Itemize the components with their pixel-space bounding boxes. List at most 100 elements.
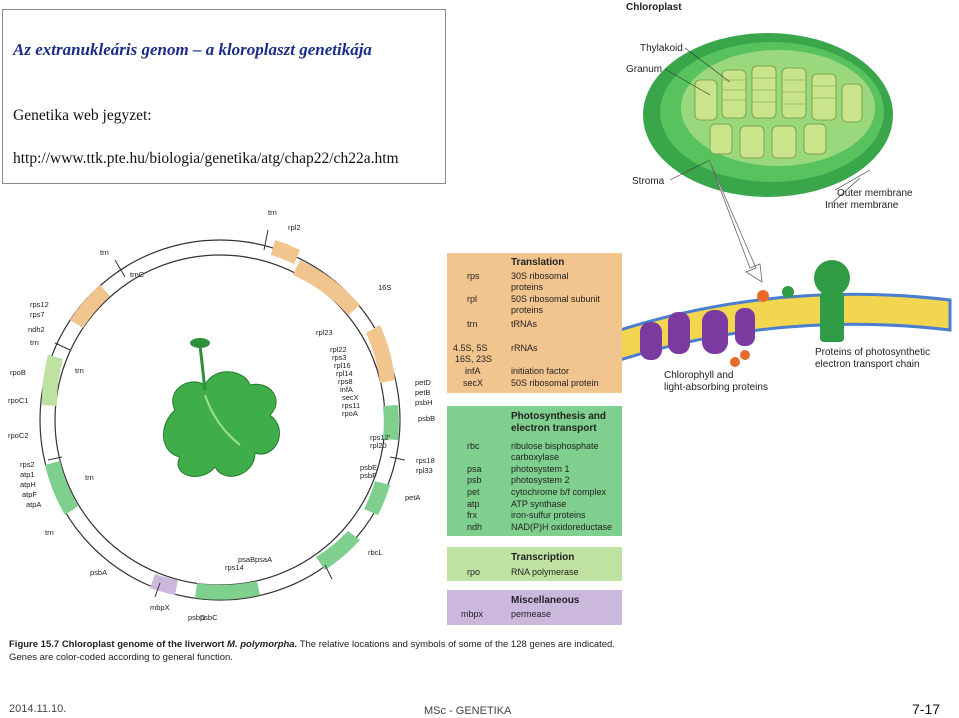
legend-photosynthesis-box bbox=[447, 406, 622, 536]
gene-label-trn-5: trn bbox=[85, 473, 94, 482]
legend-desc-mbpx: permease bbox=[511, 609, 551, 619]
gene-label-petD: petD bbox=[415, 378, 431, 387]
stroma-label: Stroma bbox=[632, 176, 665, 187]
legend-sym-rpo: rpo bbox=[467, 567, 480, 577]
gene-label-ndh2: ndh2 bbox=[28, 325, 45, 334]
legend-desc-infA: initiation factor bbox=[511, 366, 569, 376]
legend-translation-box bbox=[447, 253, 622, 393]
gene-label-rps11: rps11 bbox=[342, 401, 360, 410]
gene-label-rps3: rps3 bbox=[332, 353, 347, 362]
legend-sym-secX: secX bbox=[463, 378, 483, 388]
gene-label-psaA: psaA bbox=[255, 555, 272, 564]
legend-sym-infA: infA bbox=[465, 366, 481, 376]
legend-desc-rpl-2: proteins bbox=[511, 305, 544, 315]
thylakoid-lines bbox=[722, 77, 836, 105]
grana-stacks bbox=[694, 65, 863, 159]
gene-block-mbpx bbox=[150, 574, 178, 595]
outer-membrane-label: Outer membrane bbox=[837, 188, 913, 199]
gene-label-mbpX: mbpX bbox=[150, 603, 170, 612]
gene-label-petB: petB bbox=[415, 388, 430, 397]
genome-map: rpoB rpoC1 rpoC2 rps12 rps7 ndh2 rps2 at… bbox=[8, 208, 435, 622]
inner-membrane-label: Inner membrane bbox=[825, 200, 899, 211]
gene-block-rpo bbox=[41, 355, 63, 406]
legend-sym-atp: atp bbox=[467, 499, 480, 509]
footer-course: MSc - GENETIKA bbox=[424, 705, 512, 717]
gene-label-secX: secX bbox=[342, 393, 359, 402]
proteins-label-line2: electron transport chain bbox=[815, 359, 920, 370]
carrier-molecules bbox=[730, 290, 769, 367]
legend-transcription-box bbox=[447, 547, 622, 581]
legend-desc-pet: cytochrome b/f complex bbox=[511, 487, 607, 497]
figure-caption: Figure 15.7 Chloroplast genome of the li… bbox=[9, 638, 629, 664]
gene-label-trnC: trnC bbox=[130, 270, 145, 279]
gene-tick-marks bbox=[47, 229, 406, 598]
chlorophyll-label-line1: Chlorophyll and bbox=[664, 370, 734, 381]
legend-transcription-heading: Transcription bbox=[511, 552, 574, 563]
gene-block-rpl2 bbox=[271, 240, 300, 264]
gene-label-rps14: rps14 bbox=[225, 563, 244, 572]
gene-label-psaB: psaB bbox=[238, 555, 255, 564]
gene-label-infA: infA bbox=[340, 385, 353, 394]
legend-desc-rps-1: 30S ribosomal bbox=[511, 271, 569, 281]
legend-desc-ndh: NAD(P)H oxidoreductase bbox=[511, 522, 612, 532]
gene-label-trn-2: trn bbox=[30, 338, 39, 347]
thylakoid-label: Thylakoid bbox=[640, 43, 683, 54]
legend-desc-psb: photosystem 2 bbox=[511, 475, 570, 485]
legend-sym-psb: psb bbox=[467, 475, 482, 485]
genome-outer-circle bbox=[39, 239, 401, 601]
legend-desc-rrna: rRNAs bbox=[511, 343, 538, 353]
legend-sym-rrna-1: 4.5S, 5S bbox=[453, 343, 488, 353]
gene-block-pet bbox=[383, 405, 399, 440]
gene-label-rps12: rps12 bbox=[30, 300, 49, 309]
chloroplast-heading: Chloroplast bbox=[626, 2, 682, 13]
gene-block-rpl bbox=[366, 325, 395, 383]
legend-photosynthesis-heading-2: electron transport bbox=[511, 423, 597, 434]
caption-figure-number: Figure 15.7 bbox=[9, 639, 60, 650]
legend-sym-rbc: rbc bbox=[467, 441, 480, 451]
gene-label-rpl33: rpl33 bbox=[416, 466, 433, 475]
legend-desc-trn: tRNAs bbox=[511, 319, 538, 329]
leader-lines bbox=[664, 47, 871, 204]
gene-label-trn-1: trn bbox=[100, 248, 109, 257]
gene-label-atpH: atpH bbox=[20, 480, 36, 489]
gene-label-rbcL: rbcL bbox=[368, 548, 383, 557]
page-title: Az extranukleáris genom – a kloroplaszt … bbox=[13, 40, 372, 59]
caption-text: The relative locations and symbols of so… bbox=[9, 639, 615, 663]
gene-label-rpoB: rpoB bbox=[10, 368, 26, 377]
gene-label-atpI: atp1 bbox=[20, 470, 35, 479]
legend-desc-rps-2: proteins bbox=[511, 282, 544, 292]
gene-block-psa bbox=[195, 581, 260, 600]
legend-desc-psa: photosystem 1 bbox=[511, 464, 570, 474]
gene-label-atpA: atpA bbox=[26, 500, 41, 509]
web-notes-label: Genetika web jegyzet: bbox=[13, 107, 152, 124]
gene-block-rps12 bbox=[70, 285, 110, 328]
legend-misc-box bbox=[447, 590, 622, 625]
legend-sym-frx: frx bbox=[467, 510, 477, 520]
legend-photosynthesis-heading-1: Photosynthesis and bbox=[511, 411, 606, 422]
gene-label-rpl20: rpl20 bbox=[370, 441, 387, 450]
gene-label-rpoC1: rpoC1 bbox=[8, 396, 28, 405]
gene-label-rpoA: rpoA bbox=[342, 409, 358, 418]
gene-label-rps8: rps8 bbox=[338, 377, 353, 386]
chloroplast-illustration: Chloroplast Thylakoid Granum Stroma Oute… bbox=[618, 2, 952, 393]
gene-block-16s bbox=[293, 260, 360, 315]
proteins-label-line1: Proteins of photosynthetic bbox=[815, 347, 930, 358]
gene-label-rps7: rps7 bbox=[30, 310, 45, 319]
legend-desc-rpo: RNA polymerase bbox=[511, 567, 579, 577]
gene-label-trn-3: trn bbox=[75, 366, 84, 375]
gene-blocks bbox=[41, 240, 399, 600]
gene-label-trn-6: trn bbox=[268, 208, 277, 217]
caption-species: M. polymorpha. bbox=[227, 639, 298, 650]
legend-sym-psa: psa bbox=[467, 464, 482, 474]
legend-sym-rrna-2: 16S, 23S bbox=[455, 354, 492, 364]
legend-misc-heading: Miscellaneous bbox=[511, 595, 580, 606]
legend-sym-rps: rps bbox=[467, 271, 480, 281]
gene-label-rpl2: rpl2 bbox=[288, 223, 301, 232]
gene-label-rpl16: rpl16 bbox=[334, 361, 351, 370]
legend-desc-secX: 50S ribosomal protein bbox=[511, 378, 599, 388]
title-box: Az extranukleáris genom – a kloroplaszt … bbox=[2, 9, 446, 184]
legend-desc-frx: iron-sulfur proteins bbox=[511, 510, 586, 520]
gene-label-rpl22: rpl22 bbox=[330, 345, 347, 354]
liverwort-illustration bbox=[163, 338, 280, 477]
gene-label-psbF: psbF bbox=[360, 471, 377, 480]
